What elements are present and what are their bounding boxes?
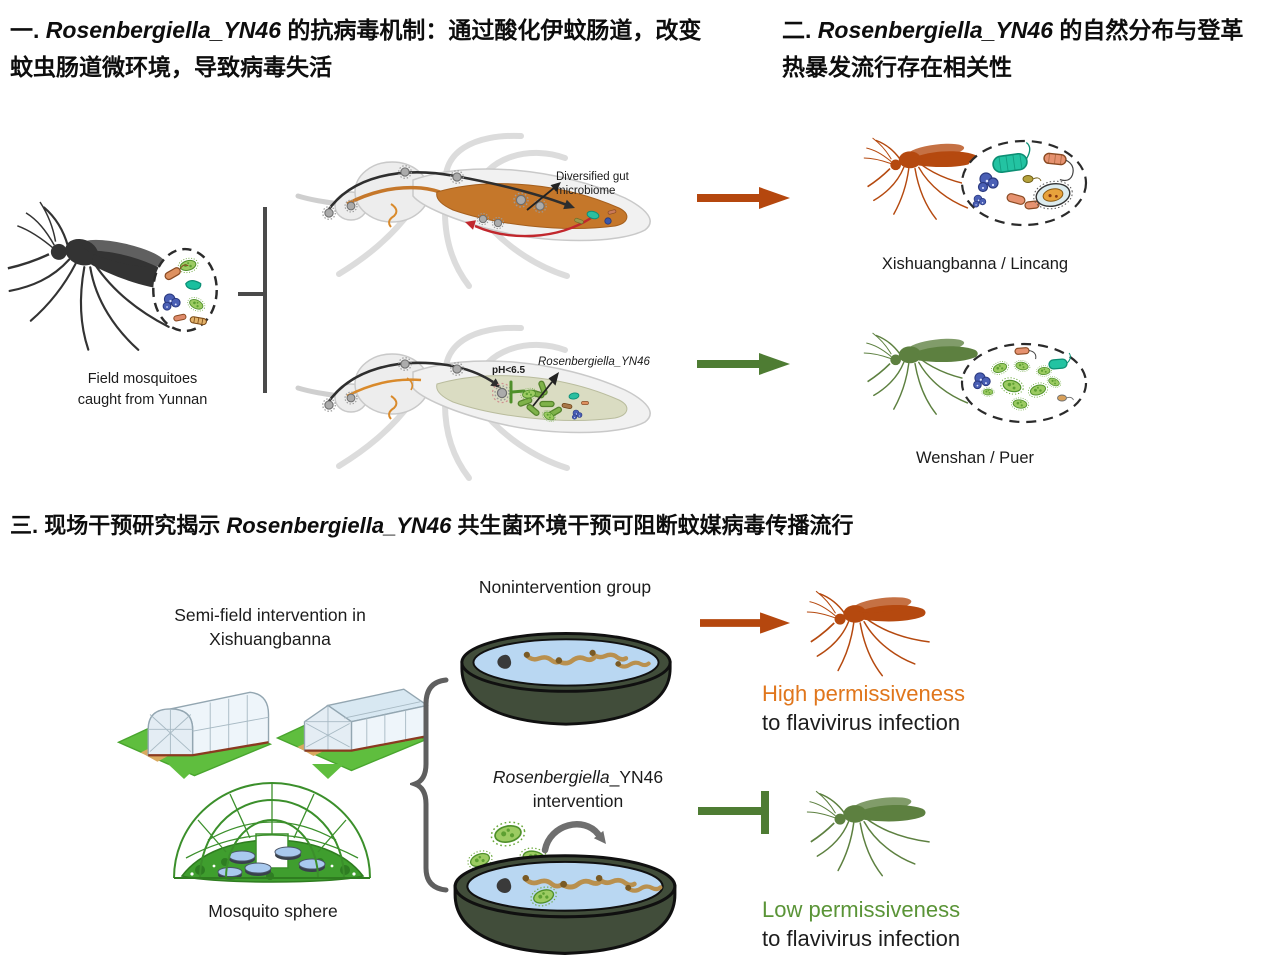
greenhouse-quonset-illustration bbox=[116, 691, 273, 777]
intervention-line2: intervention bbox=[532, 790, 624, 811]
sphere-label: Mosquito sphere bbox=[208, 901, 338, 921]
section1-heading: 一. Rosenbergiella_YN46 的抗病毒机制：通过酸化伊蚊肠道，改… bbox=[10, 12, 716, 86]
intervention-dish-illustration bbox=[453, 854, 677, 955]
section2-heading-species: Rosenbergiella_YN46 bbox=[817, 17, 1053, 43]
high-permissiveness-sub: to flavivirus infection bbox=[762, 709, 961, 735]
section1-heading-species: Rosenbergiella_YN46 bbox=[45, 17, 281, 43]
virus-route-arrowhead bbox=[563, 199, 575, 210]
nonintervention-dish-illustration bbox=[460, 632, 672, 726]
section2-heading-prefix: 二. bbox=[782, 17, 818, 43]
section3-heading-species: Rosenbergiella_YN46 bbox=[226, 513, 452, 538]
low-permissiveness-caption: Low permissiveness to flavivirus infecti… bbox=[762, 896, 960, 953]
section1-heading-rest: 的抗病毒机制：通过酸化伊蚊肠道，改变蚊虫肠道微环境，导致病毒失活 bbox=[10, 17, 702, 80]
gut-label-arrowhead bbox=[550, 182, 561, 192]
high-permissive-mosquito-illustration bbox=[806, 590, 930, 677]
semifield-label-line2: Xishuangbanna bbox=[209, 628, 331, 649]
field-mosquito-caption: Field mosquitoes caught from Yunnan bbox=[55, 369, 230, 411]
water-basins bbox=[217, 846, 326, 880]
down-arrow-icon bbox=[168, 764, 200, 779]
diverse-microbiome-ellipse bbox=[960, 139, 1088, 227]
location-bottom-label: Wenshan / Puer bbox=[915, 449, 1034, 467]
inhibition-tbar-icon bbox=[698, 791, 769, 834]
rust-arrow-icon bbox=[697, 187, 790, 209]
section3-heading-rest: 共生菌环境干预可阻断蚊媒病毒传播流行 bbox=[451, 513, 854, 538]
pupa-icon bbox=[497, 654, 512, 669]
capsule-microbe-icon bbox=[1033, 180, 1073, 210]
section3-heading: 三. 现场干预研究揭示 Rosenbergiella_YN46 共生菌环境干预可… bbox=[10, 508, 853, 540]
section2-heading: 二. Rosenbergiella_YN46 的自然分布与登革热暴发流行存在相关… bbox=[782, 12, 1244, 86]
location-top-label: Xishuangbanna / Lincang bbox=[881, 255, 1069, 273]
high-permissiveness-line: High permissiveness bbox=[762, 681, 965, 706]
dissemination-arrowhead bbox=[465, 220, 476, 230]
ph-label: pH<6.5 bbox=[492, 365, 526, 376]
yn46-label-arrowhead bbox=[548, 372, 559, 386]
mosquito-anatomy-yn46-gut-illustration bbox=[295, 324, 651, 481]
intervention-species-suffix: _YN46 bbox=[609, 767, 664, 787]
mosquito-anatomy-diverse-gut-illustration bbox=[295, 132, 651, 289]
rust-arrow-icon bbox=[700, 612, 791, 634]
field-caption-line2: caught from Yunnan bbox=[77, 392, 208, 409]
gut-label-line2: microbiome bbox=[556, 185, 616, 198]
intervention-caption: Rosenbergiella_YN46 intervention bbox=[468, 766, 688, 813]
semifield-label-line1: Semi-field intervention in bbox=[174, 605, 366, 625]
low-permissiveness-sub: to flavivirus infection bbox=[762, 925, 961, 951]
semifield-label: Semi-field intervention in Xishuangbanna bbox=[160, 604, 380, 651]
greenhouse-gable-illustration bbox=[275, 688, 429, 772]
field-caption-line1: Field mosquitoes bbox=[87, 371, 198, 387]
field-gut-microbes-circle bbox=[152, 247, 218, 333]
diversified-gut-label: Diversified gut microbiome bbox=[556, 170, 676, 199]
group-brace bbox=[410, 677, 449, 893]
nonintervention-label: Nonintervention group bbox=[478, 577, 652, 597]
curved-arrow-icon bbox=[541, 821, 606, 854]
yn46-dominant-microbiome-ellipse bbox=[960, 342, 1088, 424]
virus-route-arrowhead bbox=[490, 378, 501, 388]
section2-heading-rest: 的自然分布与登革热暴发流行存在相关性 bbox=[782, 17, 1244, 80]
intervention-species: Rosenbergiella bbox=[492, 767, 610, 787]
yn46-gut-label: Rosenbergiella_YN46 bbox=[538, 356, 650, 368]
high-permissiveness-caption: High permissiveness to flavivirus infect… bbox=[762, 680, 965, 737]
green-arrow-icon bbox=[697, 353, 790, 375]
low-permissive-mosquito-illustration bbox=[806, 790, 930, 877]
bracket-vertical-line bbox=[263, 207, 267, 393]
low-permissiveness-line: Low permissiveness bbox=[762, 897, 961, 922]
gut-label-line1: Diversified gut bbox=[556, 171, 629, 183]
down-arrow-icon bbox=[312, 764, 344, 779]
mosquito-sphere-illustration bbox=[173, 782, 371, 883]
section1-heading-prefix: 一. bbox=[10, 17, 46, 43]
section3-heading-prefix: 三. 现场干预研究揭示 bbox=[10, 513, 227, 538]
bracket-horizontal-line bbox=[238, 292, 265, 296]
pupa-icon bbox=[496, 878, 512, 893]
